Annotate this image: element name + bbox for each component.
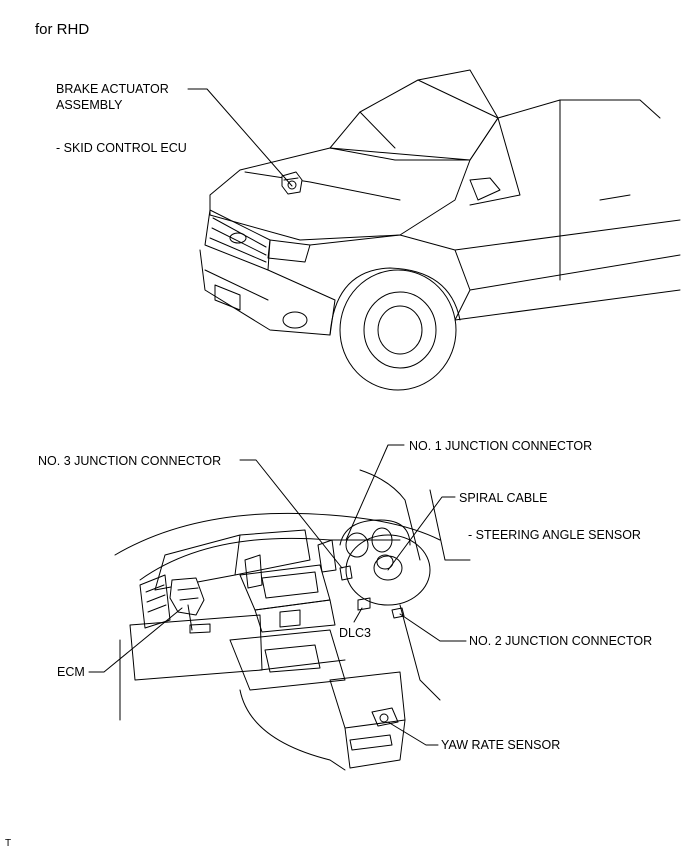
no1-junction-label: NO. 1 JUNCTION CONNECTOR	[409, 439, 593, 453]
leader-lines	[89, 89, 466, 745]
yaw-rate-label: YAW RATE SENSOR	[441, 738, 561, 752]
dashboard-drawing	[115, 470, 470, 770]
steering-angle-label: - STEERING ANGLE SENSOR	[468, 528, 641, 542]
dlc3-label: DLC3	[339, 626, 371, 640]
spiral-cable-label: SPIRAL CABLE	[459, 491, 548, 505]
brake-actuator-part	[282, 172, 302, 194]
no3-junction-label: NO. 3 JUNCTION CONNECTOR	[38, 454, 222, 468]
ecm-label: ECM	[57, 665, 85, 679]
footer-mark: T	[5, 838, 12, 849]
skid-control-label: - SKID CONTROL ECU	[56, 141, 187, 155]
no2-junction-label: NO. 2 JUNCTION CONNECTOR	[469, 634, 653, 648]
vehicle-drawing	[200, 70, 680, 390]
variant-title: for RHD	[35, 21, 90, 38]
brake-actuator-label-line1: BRAKE ACTUATOR	[56, 82, 169, 96]
brake-actuator-label-line2: ASSEMBLY	[56, 98, 123, 112]
